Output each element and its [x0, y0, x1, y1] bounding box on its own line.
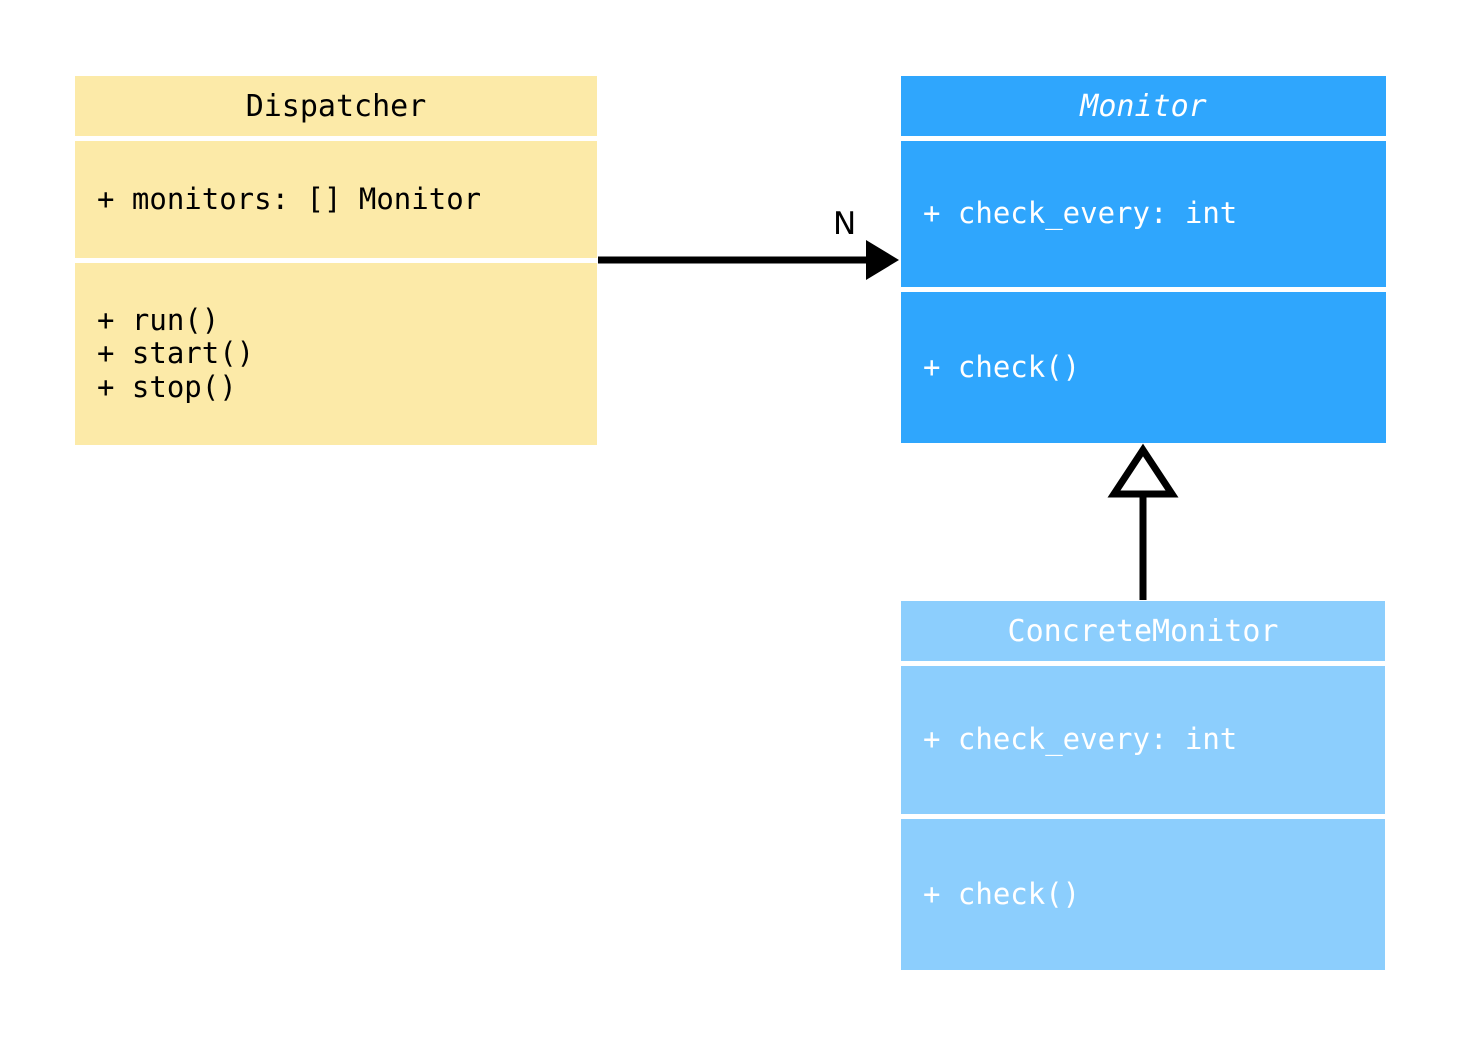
attribute-row: + monitors: [] Monitor [97, 181, 482, 216]
class-attributes-concrete-monitor: + check_every: int [901, 666, 1385, 814]
attribute-row: + check_every: int [923, 722, 1238, 757]
class-attributes-monitor: + check_every: int [901, 141, 1386, 287]
association-edge-dispatcher-monitor [598, 240, 899, 280]
association-multiplicity-label: N [833, 206, 857, 242]
method-row: + start() [97, 336, 255, 371]
method-row: + check() [923, 876, 1081, 911]
method-row: + stop() [97, 369, 237, 404]
class-methods-concrete-monitor: + check() [901, 819, 1385, 970]
class-attributes-dispatcher: + monitors: [] Monitor [75, 141, 597, 258]
class-title-dispatcher: Dispatcher [75, 76, 597, 136]
class-methods-monitor: + check() [901, 292, 1386, 443]
method-row: + check() [923, 349, 1081, 384]
class-box-concrete-monitor[interactable]: ConcreteMonitor + check_every: int + che… [901, 601, 1385, 970]
class-box-dispatcher[interactable]: Dispatcher + monitors: [] Monitor + run(… [75, 76, 597, 445]
generalization-arrowhead-hollow-triangle [1107, 443, 1179, 498]
method-row: + run() [97, 302, 220, 337]
attribute-row: + check_every: int [923, 196, 1238, 231]
class-title-monitor: Monitor [901, 76, 1386, 136]
class-methods-dispatcher: + run() + start() + stop() [75, 263, 597, 445]
generalization-edge-concrete-monitor [1107, 443, 1179, 600]
association-arrowhead-filled-triangle [866, 240, 899, 280]
class-box-monitor[interactable]: Monitor + check_every: int + check() [901, 76, 1386, 443]
class-title-concrete-monitor: ConcreteMonitor [901, 601, 1385, 661]
